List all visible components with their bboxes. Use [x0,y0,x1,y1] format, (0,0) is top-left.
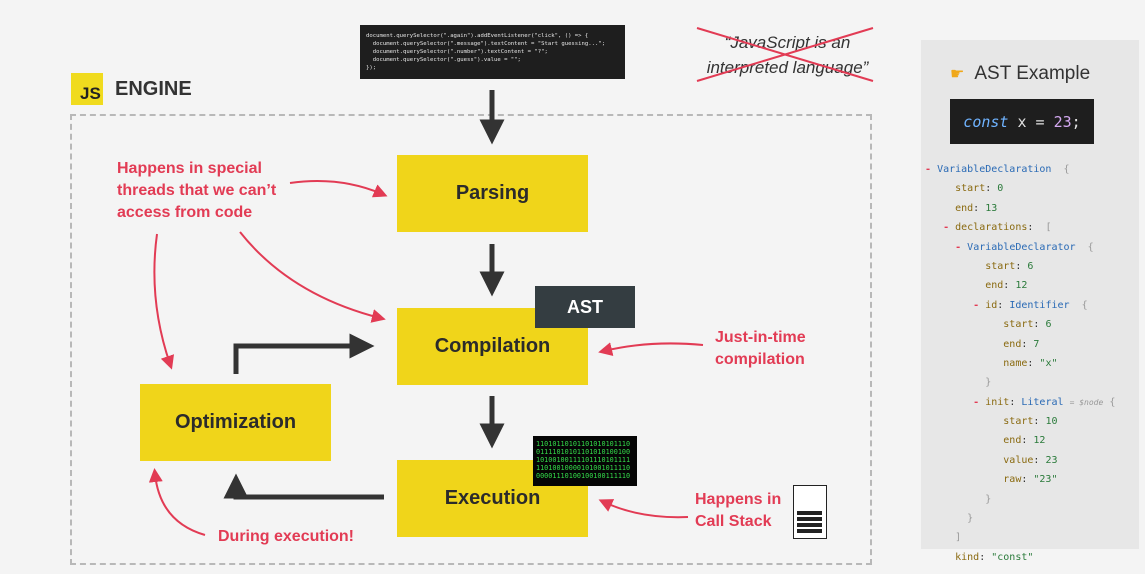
jit-note: Just-in-time compilation [715,327,806,371]
code-keyword: const [963,112,1009,131]
ast-prop: raw: "23" [1003,474,1058,486]
ast-prop: end: 13 [955,202,998,214]
ast-prop: value: 23 [1003,454,1058,466]
callstack-note: Happens in Call Stack [695,489,781,533]
ast-close: } [985,377,992,389]
ast-prop: start: 10 [1003,416,1058,428]
ast-prop: end: 12 [1003,435,1046,447]
threads-note-line: access from code [117,204,253,221]
arrow-optimization-to-compilation [233,333,375,374]
ast-close: } [985,493,992,505]
compilation-step: Compilation [397,308,588,385]
threads-note-line: Happens in special [117,160,262,177]
code-snippet: document.querySelector(".again").addEven… [360,25,625,79]
parsing-step: Parsing [397,155,588,232]
pointing-hand-icon: ☛ [950,66,965,83]
binary-line: 01111010101101010100100 [536,448,631,456]
binary-line: 11010110101101010101110 [536,440,631,448]
callstack-note-line: Call Stack [695,513,772,530]
jit-note-line: Just-in-time [715,329,806,346]
ast-prop: end: 12 [985,280,1028,292]
ast-prop: - declarations: [ [943,222,1052,234]
ast-source-code: const x = 23; [950,99,1094,144]
js-logo: JS [71,73,103,105]
arrow-during-to-optimization [148,468,206,536]
binary-line: 10100100111101110101111 [536,456,631,464]
callstack-note-line: Happens in [695,491,782,508]
arrow-execution-to-optimization [223,473,384,500]
ast-prop: start: 0 [955,183,1004,195]
code-identifier: x = [1008,112,1054,131]
arrow-jit-to-compilation [598,342,704,356]
ast-close: ] [955,532,962,544]
arrow-callstack-to-execution [598,499,689,519]
code-number: 23 [1053,112,1072,131]
ast-prop: - init: Literal = $node { [973,396,1116,408]
code-line-4: document.querySelector(".guess").value =… [366,57,521,63]
ast-prop: end: 7 [1003,338,1040,350]
code-semicolon: ; [1071,112,1081,131]
ast-prop: name: "x" [1003,357,1058,369]
engine-title: ENGINE [115,78,192,100]
ast-tree: - VariableDeclaration { start: 0 end: 13… [925,160,1115,567]
arrow-note-to-parsing [289,180,388,198]
code-line-2: document.querySelector(".message").textC… [366,41,606,47]
code-line-1: document.querySelector(".again").addEven… [366,33,589,39]
ast-prop: kind: "const" [955,551,1034,563]
binary-line: 00001110100100100111110 [536,472,631,480]
ast-prop: start: 6 [985,260,1034,272]
ast-label: AST [535,286,635,328]
code-line-3: document.querySelector(".number").textCo… [366,49,548,55]
strike-line [696,27,874,82]
during-execution-note: During execution! [218,528,355,545]
ast-prop: start: 6 [1003,319,1052,331]
code-line-5: }); [366,65,377,71]
machine-code: 11010110101101010101110 0111101010110101… [533,436,637,486]
ast-example-title: ☛ AST Example [950,63,1090,85]
ast-node: - VariableDeclaration { [925,164,1070,175]
quote-line-2: interpreted language” [706,58,869,77]
binary-line: 11010010000101001011110 [536,464,631,472]
jit-note-line: compilation [715,351,805,368]
quote-line-1: “JavaScript is an [724,33,851,52]
threads-note-line: threads that we can’t [117,182,277,199]
arrow-note-to-optimization [153,233,175,370]
call-stack-icon [793,485,827,539]
threads-note: Happens in special threads that we can’t… [117,158,276,224]
engine-boundary [70,114,872,565]
optimization-step: Optimization [140,384,331,461]
ast-example-title-text: AST Example [974,63,1091,84]
arrow-note-to-compilation [239,231,386,323]
crossed-quote: “JavaScript is an interpreted language” [690,30,885,80]
ast-close: } [967,513,974,525]
ast-node: - VariableDeclarator { [955,241,1094,253]
ast-prop: - id: Identifier { [973,299,1088,311]
